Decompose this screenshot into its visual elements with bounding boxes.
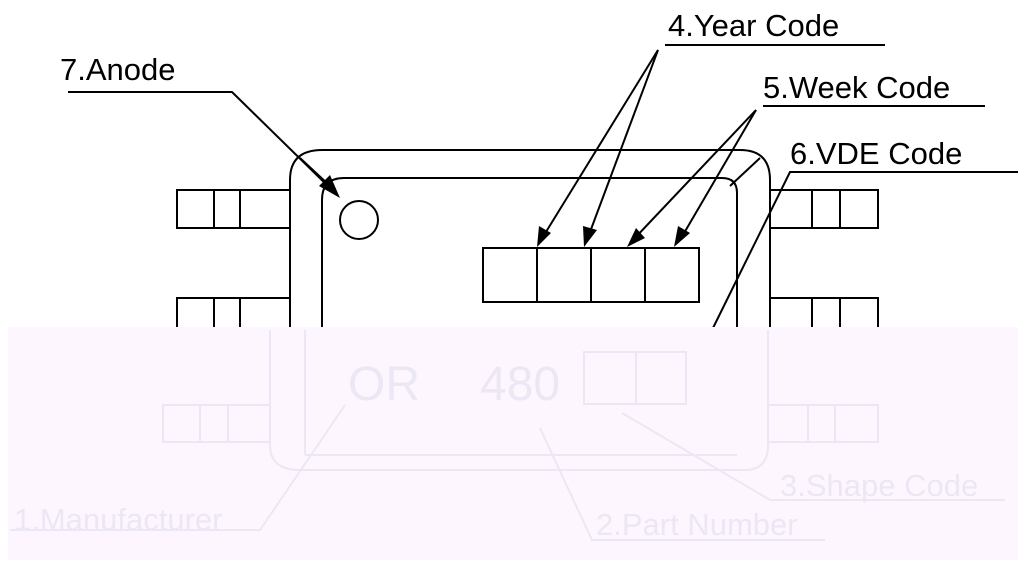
pins-left (176, 189, 291, 337)
faded-lower-half (10, 330, 1005, 541)
label-shape-code: 3.Shape Code (780, 468, 978, 503)
marking-manufacturer: OR (348, 358, 420, 411)
pink-overlay (8, 327, 1018, 560)
label-manufacturer: 1.Manufacturer (14, 502, 223, 537)
label-year-code: 4.Year Code (668, 8, 839, 43)
pins-right (769, 189, 879, 337)
arrowheads (319, 175, 690, 247)
label-anode: 7.Anode (60, 52, 176, 87)
marking-part-number: 480 (480, 358, 560, 411)
label-week-code: 5.Week Code (763, 70, 950, 105)
date-code-boxes (482, 247, 700, 303)
label-vde-code: 6.VDE Code (790, 136, 962, 171)
anode-dot (339, 200, 379, 240)
leader-lines (68, 44, 1018, 329)
label-part-number: 2.Part Number (596, 507, 798, 542)
